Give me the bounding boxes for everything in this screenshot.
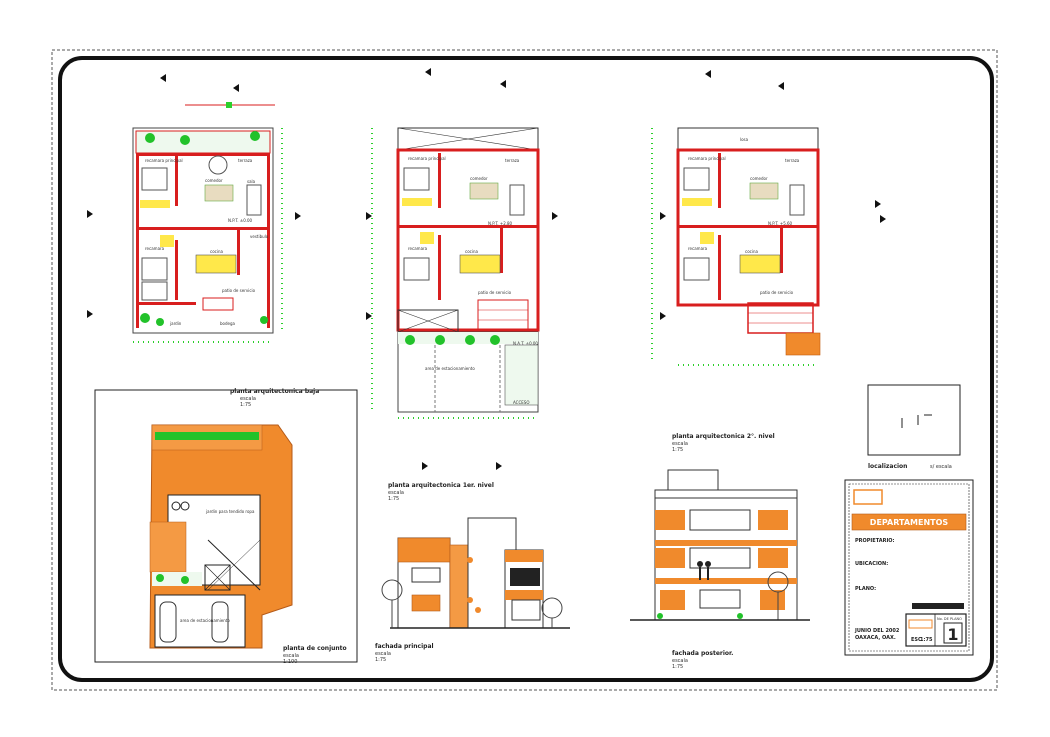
room-label: losa <box>740 137 749 142</box>
site-note: jardin para tendido ropa <box>205 509 255 514</box>
outer-border <box>51 49 998 691</box>
plan-ground-scale: 1:75 <box>240 402 251 408</box>
facade-rear-title: fachada posterior. <box>672 650 733 657</box>
facade-rear-scale-word: escala <box>672 658 688 664</box>
title-block: DEPARTAMENTOS PROPIETARIO: UBICACION: PL… <box>844 479 974 656</box>
room-label: comedor <box>750 176 768 181</box>
facade-rear-scale: 1:75 <box>672 664 683 670</box>
first-floor-plan: recamara principal terraza comedor recam… <box>366 68 558 419</box>
level-label: N.A.T. ±0.00 <box>513 341 538 346</box>
sheet-label: No. DE PLANO <box>937 617 962 621</box>
room-label: recamara principal <box>408 156 446 161</box>
main-facade <box>381 517 570 629</box>
site-plan-title: planta de conjunto <box>283 645 347 652</box>
plan-first-scale: 1:75 <box>388 496 399 502</box>
facade-main-scale: 1:75 <box>375 657 386 663</box>
room-label: terraza <box>238 158 253 163</box>
room-label: comedor <box>470 176 488 181</box>
city-text: OAXACA, OAX. <box>855 635 896 641</box>
location-scale: s/ escala <box>930 464 952 470</box>
room-label: area de estacionamiento <box>425 366 475 371</box>
facade-main-scale-word: escala <box>375 651 391 657</box>
second-floor-plan: losa recamara principal terraza comedor … <box>651 70 886 366</box>
rear-facade <box>630 469 810 621</box>
facade-main-title: fachada principal <box>375 643 434 650</box>
plan-second-scale: 1:75 <box>672 447 683 453</box>
plan-ground-scale-word: escala <box>240 396 256 402</box>
location-map <box>867 384 961 456</box>
room-label: recamara <box>408 246 428 251</box>
room-label: recamara principal <box>145 158 183 163</box>
site-plan-scale-word: escala <box>283 653 299 659</box>
sheet-number: 1 <box>947 625 958 644</box>
room-label: recamara <box>145 246 165 251</box>
site-note: area de estacionamiento <box>180 618 230 623</box>
room-label: vestibulo <box>250 234 269 239</box>
site-plan: jardin para tendido ropa area de estacio… <box>94 389 358 663</box>
room-label: cocina <box>210 249 223 254</box>
level-label: N.P.T. +2.80 <box>488 221 513 226</box>
scale-value: 1:75 <box>920 637 933 643</box>
plan-second-title: planta arquitectonica 2°. nivel <box>672 433 775 440</box>
plan-label: PLANO: <box>855 586 876 592</box>
room-label: cocina <box>465 249 478 254</box>
location-title: localizacion <box>868 463 907 470</box>
project-title: DEPARTAMENTOS <box>870 518 949 527</box>
room-label: recamara principal <box>688 156 726 161</box>
plan-ground-title: planta arquitectonica baja <box>230 388 319 395</box>
plan-second-scale-word: escala <box>672 441 688 447</box>
location-label: UBICACION: <box>855 561 888 567</box>
scale-label: ESC <box>911 637 922 643</box>
room-label: comedor <box>205 178 223 183</box>
owner-label: PROPIETARIO: <box>855 538 895 544</box>
room-label: patio de servicio <box>222 288 256 293</box>
room-label: ACCESO <box>513 400 529 405</box>
site-plan-scale: 1:100 <box>283 659 297 665</box>
room-label: sala <box>247 179 256 184</box>
level-label: N.P.T. ±0.00 <box>228 218 253 223</box>
room-label: recamara <box>688 246 708 251</box>
room-label: terraza <box>505 158 520 163</box>
room-label: cocina <box>745 249 758 254</box>
room-label: jardin <box>169 321 182 326</box>
sheet-frame <box>58 56 994 682</box>
room-label: terraza <box>785 158 800 163</box>
plan-first-title: planta arquitectonica 1er. nivel <box>388 482 494 489</box>
room-label: bodega <box>220 321 236 326</box>
room-label: patio de servicio <box>760 290 794 295</box>
level-label: N.P.T. +5.60 <box>768 221 793 226</box>
room-label: patio de servicio <box>478 290 512 295</box>
ground-floor-plan: recamara principal terraza comedor sala … <box>87 74 301 343</box>
plan-first-scale-word: escala <box>388 490 404 496</box>
date-text: JUNIO DEL 2002 <box>854 628 900 634</box>
